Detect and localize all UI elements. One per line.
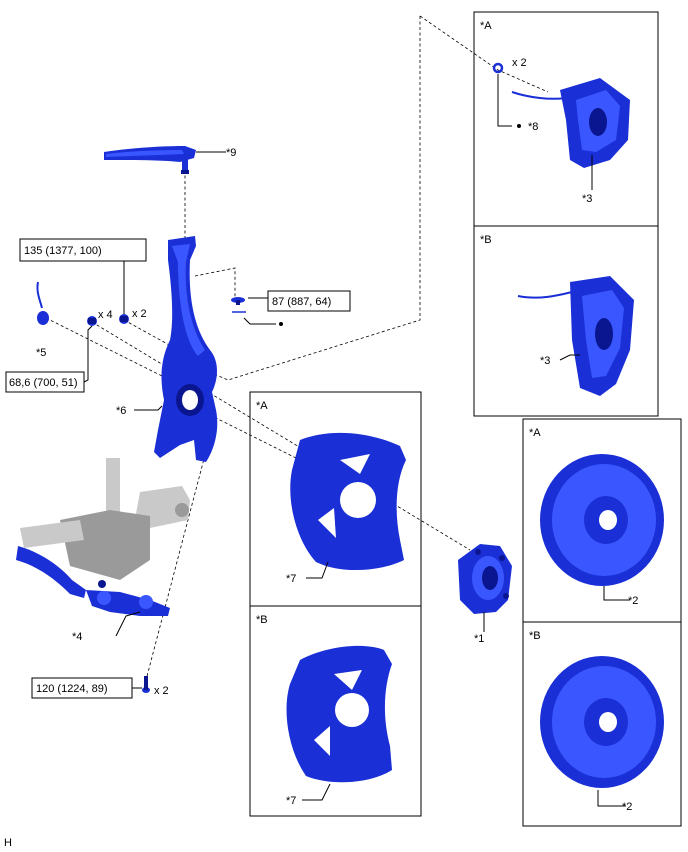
torque-120: 120 (1224, 89) bbox=[31, 677, 133, 699]
callout-6: *6 bbox=[116, 405, 126, 417]
bolt-120 bbox=[142, 676, 150, 693]
bolt-x2-knuckle bbox=[119, 314, 129, 324]
torque-686-label: 68,6 (700, 51) bbox=[9, 377, 78, 389]
brake-disc-a bbox=[540, 454, 664, 586]
upper-arm bbox=[104, 146, 196, 174]
dust-shield-a bbox=[290, 432, 406, 571]
callout-7-b: *7 bbox=[286, 795, 296, 807]
variant-label-caliper-a: *A bbox=[480, 20, 492, 32]
torque-87: 87 (887, 64) bbox=[267, 290, 351, 312]
torque-686: 68,6 (700, 51) bbox=[5, 371, 85, 393]
callout-7-a: *7 bbox=[286, 573, 296, 585]
variant-label-shield-b: *B bbox=[256, 614, 268, 626]
variant-label-disc-b: *B bbox=[529, 630, 541, 642]
callout-8: *8 bbox=[528, 121, 538, 133]
caliper-b bbox=[517, 276, 634, 396]
quantity-x2-knuckle: x 2 bbox=[132, 308, 147, 320]
callout-2-b: *2 bbox=[622, 801, 632, 813]
footer-mark: H bbox=[4, 837, 12, 849]
leader-lines bbox=[83, 74, 630, 807]
callout-5: *5 bbox=[36, 347, 46, 359]
steering-knuckle bbox=[154, 236, 218, 462]
quantity-x2-caliper-bolt: x 2 bbox=[512, 57, 527, 69]
callout-3-a: *3 bbox=[582, 193, 592, 205]
bolt-x4 bbox=[87, 316, 97, 326]
torque-135: 135 (1377, 100) bbox=[19, 238, 147, 262]
variant-label-caliper-b: *B bbox=[480, 234, 492, 246]
suspension-assembly bbox=[16, 458, 190, 616]
quantity-x4: x 4 bbox=[98, 309, 113, 321]
variant-label-disc-a: *A bbox=[529, 427, 541, 439]
dust-shield-b bbox=[286, 645, 392, 783]
callout-4: *4 bbox=[72, 631, 82, 643]
caliper-a bbox=[492, 62, 630, 168]
nut-87 bbox=[231, 297, 246, 313]
brake-disc-b bbox=[540, 656, 664, 788]
callout-3-b: *3 bbox=[540, 355, 550, 367]
torque-135-label: 135 (1377, 100) bbox=[24, 245, 102, 257]
callout-9: *9 bbox=[226, 147, 236, 159]
torque-87-label: 87 (887, 64) bbox=[272, 296, 331, 308]
torque-120-label: 120 (1224, 89) bbox=[36, 683, 108, 695]
quantity-x2-bottom: x 2 bbox=[154, 685, 169, 697]
hub-bearing bbox=[458, 544, 512, 614]
callout-2-a: *2 bbox=[628, 595, 638, 607]
callout-1: *1 bbox=[474, 633, 484, 645]
variant-label-shield-a: *A bbox=[256, 400, 268, 412]
speed-sensor bbox=[36, 281, 49, 325]
